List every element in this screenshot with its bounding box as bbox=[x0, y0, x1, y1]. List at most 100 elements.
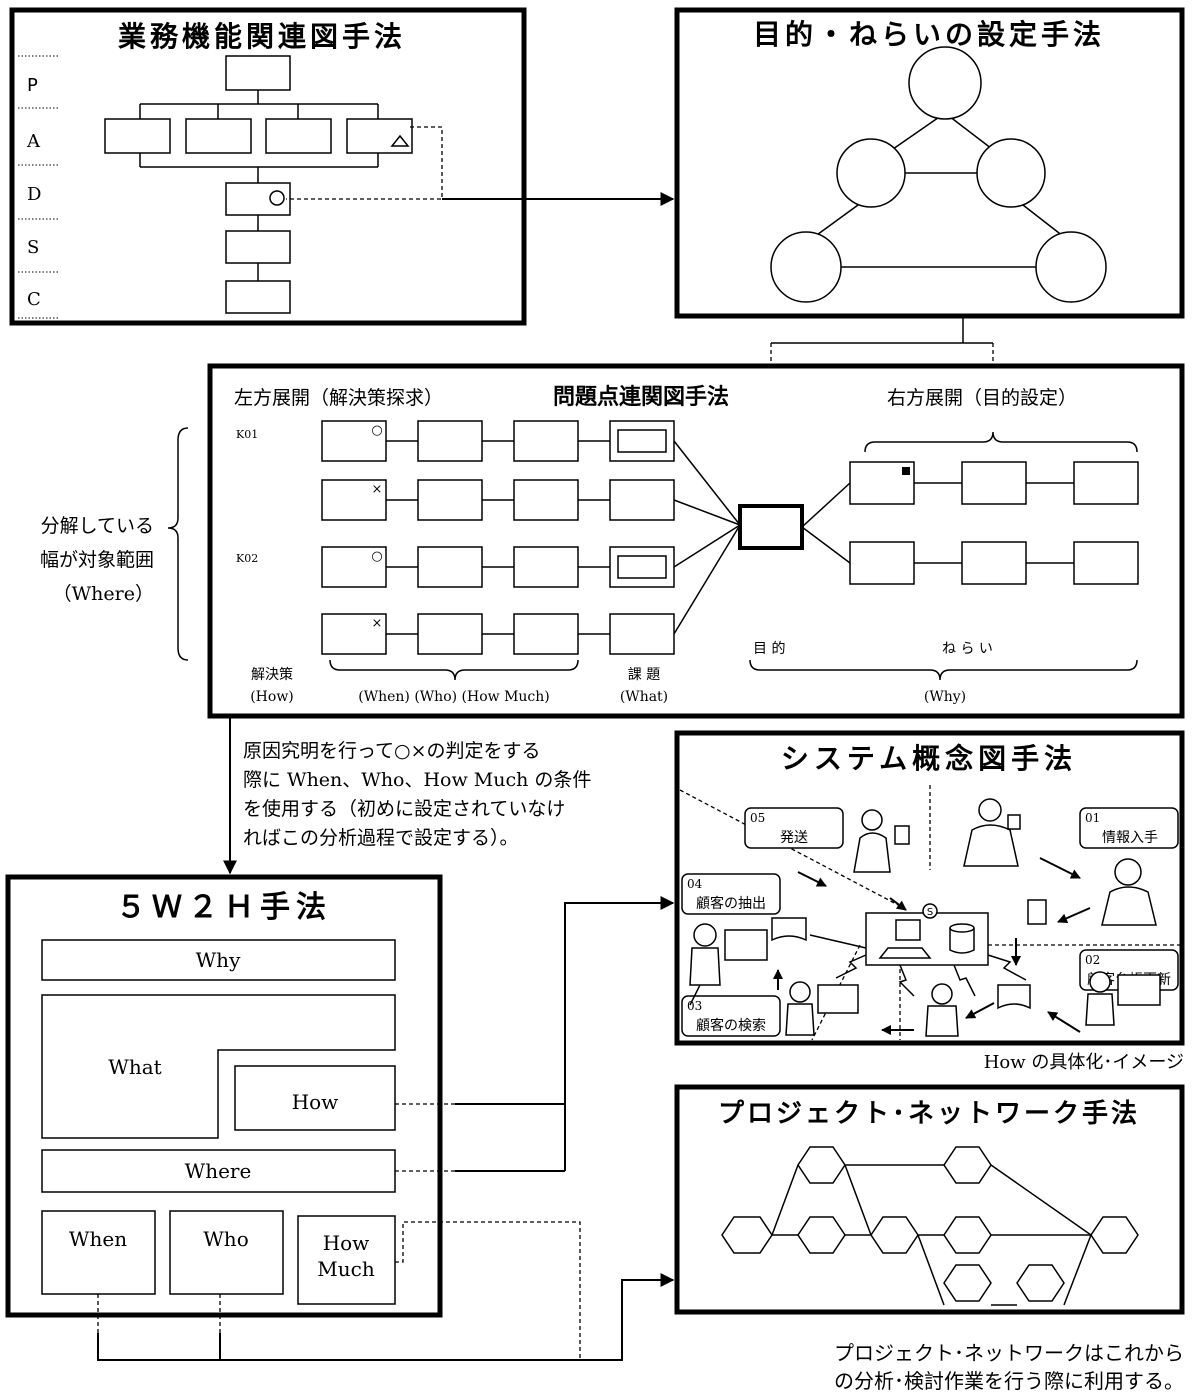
howmuch-text-1: How bbox=[323, 1231, 370, 1255]
goal-circle-top bbox=[908, 46, 982, 120]
network-node-7 bbox=[943, 1264, 992, 1302]
goal-circle-bottom-right bbox=[1035, 231, 1107, 303]
document-icon-1 bbox=[771, 917, 807, 942]
box-r4-3 bbox=[513, 613, 579, 655]
bottom-brace-right bbox=[749, 659, 1138, 681]
task-box-r4 bbox=[609, 613, 675, 655]
kaiketsu-label: 解決策 bbox=[251, 666, 293, 683]
network-node-1 bbox=[721, 1216, 773, 1254]
fivew2h-title: ５Ｗ２Ｈ手法 bbox=[116, 890, 332, 925]
box-r1-3 bbox=[513, 420, 579, 462]
what-text: What bbox=[108, 1055, 161, 1079]
goal-box-r1-2 bbox=[961, 461, 1027, 505]
step-04-num: 04 bbox=[687, 877, 703, 891]
step-05-box bbox=[744, 807, 844, 849]
node-c bbox=[225, 280, 291, 314]
bottom-brace-left bbox=[329, 659, 579, 681]
mokuteki-panel: 目的・ねらいの設定手法 bbox=[674, 7, 1185, 319]
problem-center-box bbox=[738, 504, 804, 550]
mokuteki-title: 目的・ねらいの設定手法 bbox=[753, 18, 1105, 51]
task-box-r2 bbox=[609, 479, 675, 521]
step-01-box bbox=[1079, 807, 1179, 849]
middle-note-line4: ればこの分析過程で設定する）。 bbox=[243, 827, 519, 849]
why-label: (Why) bbox=[924, 689, 966, 705]
task-inner-r3 bbox=[617, 555, 667, 579]
node-p bbox=[225, 55, 291, 91]
what-box bbox=[41, 994, 396, 1139]
box-r3-2 bbox=[417, 546, 483, 588]
middle-note-line1: 原因究明を行って○×の判定をする bbox=[243, 740, 541, 762]
box-r2-3 bbox=[513, 479, 579, 521]
howmuch-box bbox=[297, 1215, 396, 1305]
step-03-label: 顧客の検索 bbox=[696, 1017, 766, 1034]
goal-circle-mid-left bbox=[836, 138, 906, 208]
mondai-panel: 左方展開（解決策探求） 問題点連関図手法 右方展開（目的設定） K01 K02 … bbox=[207, 363, 1185, 719]
top-brace bbox=[864, 431, 1138, 453]
row-label-p: P bbox=[27, 75, 38, 96]
system-caption: How の具体化･イメージ bbox=[984, 1052, 1184, 1073]
person-icon-02 bbox=[1085, 971, 1161, 1026]
network-node-4 bbox=[870, 1216, 919, 1254]
person-icon-04 bbox=[689, 923, 768, 1006]
black-square-mark bbox=[902, 467, 910, 475]
step-03-num: 03 bbox=[687, 999, 702, 1013]
person-icon-03 bbox=[785, 981, 859, 1036]
side-note-line2: 幅が対象範囲 bbox=[40, 549, 154, 571]
person-icon-01 bbox=[963, 798, 1021, 867]
step-01-label: 情報入手 bbox=[1102, 830, 1158, 846]
network-frame bbox=[674, 1084, 1185, 1315]
monitor-icon bbox=[895, 919, 921, 941]
step-01-num: 01 bbox=[1085, 811, 1100, 825]
gyomu-panel: 業務機能関連図手法 P A D S C bbox=[9, 7, 527, 326]
person-icon-receiver bbox=[1101, 858, 1157, 926]
node-a2 bbox=[185, 118, 252, 154]
where-box bbox=[41, 1149, 396, 1193]
goal-box-r2-1 bbox=[849, 541, 915, 585]
goal-box-r1-3 bbox=[1073, 461, 1139, 505]
what-label: (What) bbox=[620, 689, 668, 705]
right-expand-label: 右方展開（目的設定） bbox=[887, 387, 1077, 409]
s-mark: S bbox=[927, 907, 933, 918]
network-node-3 bbox=[797, 1216, 846, 1254]
nerai-label: ね ら い bbox=[942, 641, 993, 657]
when-who-label: (When) (Who) (How Much) bbox=[358, 689, 550, 705]
howmuch-text-2: Much bbox=[317, 1257, 375, 1281]
system-panel: システム概念図手法 05 発送 01 情報入手 04 顧客の抽出 02 顧客台帳… bbox=[674, 730, 1185, 1073]
node-a4 bbox=[346, 118, 413, 154]
how-label: (How) bbox=[250, 689, 294, 705]
gyomu-title: 業務機能関連図手法 bbox=[118, 20, 406, 53]
mokuteki-label: 目 的 bbox=[753, 641, 785, 657]
card-icon bbox=[1027, 899, 1047, 925]
where-text: Where bbox=[185, 1159, 252, 1183]
network-node-9 bbox=[1090, 1216, 1139, 1254]
step-03-box bbox=[681, 995, 781, 1037]
side-note-line1: 分解している bbox=[41, 515, 154, 537]
node-s bbox=[225, 230, 291, 264]
goal-circle-bottom-left bbox=[770, 231, 842, 303]
step-04-box bbox=[681, 873, 781, 915]
arrow-to-system bbox=[564, 896, 675, 1171]
goal-box-r2-2 bbox=[961, 541, 1027, 585]
who-box bbox=[169, 1210, 284, 1295]
side-note-line3: （Where） bbox=[53, 583, 154, 605]
database-icon bbox=[949, 923, 975, 933]
when-text: When bbox=[69, 1227, 127, 1251]
how-box bbox=[234, 1065, 396, 1131]
fivew2h-panel: ５Ｗ２Ｈ手法 Why What How Where When Who How M… bbox=[5, 874, 443, 1318]
step-05-label: 発送 bbox=[780, 830, 808, 846]
why-text: Why bbox=[196, 948, 241, 972]
row-label-a: A bbox=[26, 131, 41, 152]
document-icon-2 bbox=[997, 984, 1031, 1010]
network-title: プロジェクト･ネットワーク手法 bbox=[718, 1099, 1140, 1129]
mondai-frame bbox=[207, 363, 1185, 719]
circle-mark bbox=[269, 190, 285, 206]
goal-box-r2-3 bbox=[1073, 541, 1139, 585]
row-id-k01: K01 bbox=[236, 428, 258, 441]
mark-ok-r3: ○ bbox=[371, 549, 382, 564]
network-node-8 bbox=[1016, 1264, 1065, 1302]
triangle-mark bbox=[390, 134, 410, 147]
dashed-link bbox=[286, 126, 443, 200]
server-box bbox=[865, 912, 989, 966]
why-box bbox=[41, 939, 396, 981]
who-text: Who bbox=[203, 1227, 248, 1251]
